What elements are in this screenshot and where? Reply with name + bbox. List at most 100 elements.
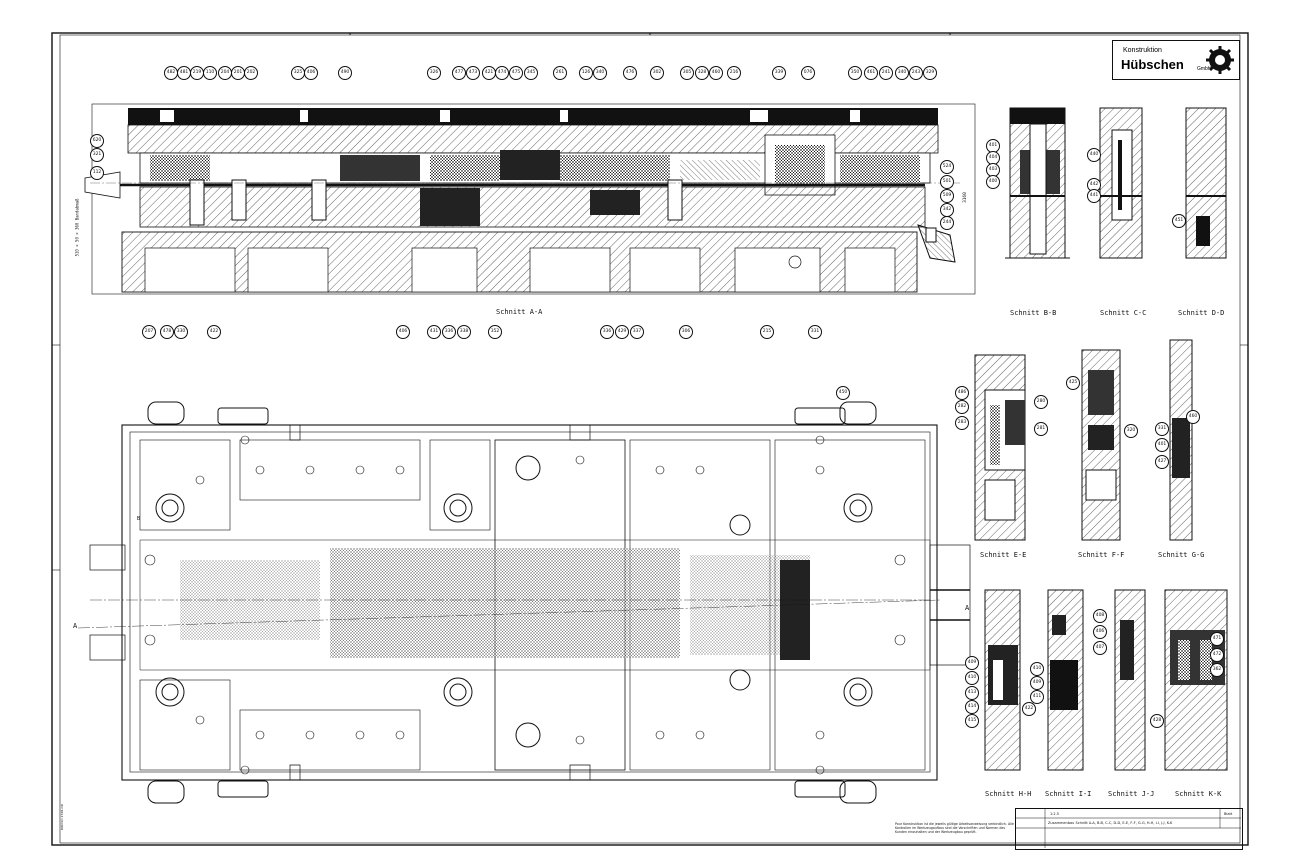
callout-top-8: 406	[304, 66, 318, 80]
callout-gg-1: 331	[1155, 422, 1169, 436]
callout-bottom-5: 431	[427, 325, 441, 339]
callout-top-18: 126	[579, 66, 593, 80]
side-note: DIN ISO 2768-mK	[60, 803, 64, 830]
callout-top-15: 475	[509, 66, 523, 80]
cut-marker-a-left: A	[73, 622, 78, 630]
callout-right-4: 244	[940, 216, 954, 230]
callout-bottom-6: 336	[442, 325, 456, 339]
callout-ee-2: 283	[955, 416, 969, 430]
callout-top-6: 202	[244, 66, 258, 80]
section-bb-drawing	[1005, 107, 1070, 259]
callout-bottom-7: 338	[457, 325, 471, 339]
callout-bottom-9: 336	[600, 325, 614, 339]
section-label-cc: Schnitt C-C	[1100, 309, 1147, 317]
callout-hh-5: 422	[1022, 702, 1036, 716]
section-hh-drawing	[984, 589, 1021, 771]
callout-cc-2: 441	[1087, 189, 1101, 203]
strip-dimension: 510 × 50 × 360 Bandabmaß	[74, 198, 80, 257]
callout-kk-1: 472	[1210, 648, 1224, 662]
callout-top-17: 261	[553, 66, 567, 80]
callout-left-0: 620	[90, 134, 104, 148]
callout-right-3: 342	[940, 203, 954, 217]
callout-top-22: 305	[680, 66, 694, 80]
section-label-kk: Schnitt K-K	[1175, 790, 1222, 798]
callout-top-30: 241	[879, 66, 893, 80]
callout-bottom-13: 215	[760, 325, 774, 339]
callout-top-16: 345	[524, 66, 538, 80]
callout-jj-1: 406	[1093, 625, 1107, 639]
section-ii-drawing	[1047, 589, 1084, 771]
callout-top-13: 421	[482, 66, 496, 80]
callout-top-24: 460	[709, 66, 723, 80]
callout-hh-4: 415	[965, 714, 979, 728]
section-jj-drawing	[1114, 589, 1146, 771]
callout-ee-4: 281	[1034, 422, 1048, 436]
callout-bottom-1: 478	[160, 325, 174, 339]
section-label-gg: Schnitt G-G	[1158, 551, 1205, 559]
callout-bottom-8: 352	[488, 325, 502, 339]
callout-bottom-14: 331	[808, 325, 822, 339]
title-block-title: Zusammenbau Schnitt A-A, B-B, C-C, D-D, …	[1048, 821, 1173, 825]
callout-jj-2: 407	[1093, 641, 1107, 655]
callout-bottom-10: 429	[615, 325, 629, 339]
callout-cc-0: 440	[1087, 148, 1101, 162]
callout-bottom-3: 422	[207, 325, 221, 339]
callout-hh-1: 410	[965, 671, 979, 685]
logo-line1: Konstruktion	[1123, 47, 1162, 54]
callout-top-11: 477	[452, 66, 466, 80]
section-label-aa: Schnitt A-A	[496, 308, 543, 316]
section-label-bb: Schnitt B-B	[1010, 309, 1057, 317]
callout-top-9: 490	[338, 66, 352, 80]
callout-kk-0: 471	[1210, 632, 1224, 646]
plan-view-drawing	[77, 401, 971, 804]
gear-icon	[1206, 46, 1234, 74]
section-gg-drawing	[1169, 339, 1193, 541]
callout-top-26: 339	[772, 66, 786, 80]
callout-bb-3: 400	[986, 175, 1000, 189]
callout-kk-2: 362	[1210, 663, 1224, 677]
callout-top-3: 110	[203, 66, 217, 80]
section-ff-drawing	[1081, 349, 1121, 541]
callout-top-2: 219	[190, 66, 204, 80]
callout-ff-1: 320	[1124, 424, 1138, 438]
callout-top-19: 340	[593, 66, 607, 80]
callout-ee-1: 282	[955, 400, 969, 414]
section-ee-drawing	[974, 354, 1026, 541]
section-label-jj: Schnitt J-J	[1108, 790, 1155, 798]
callout-top-31: 340	[895, 66, 909, 80]
callout-right-0: 524	[940, 160, 954, 174]
callout-ff-0: 425	[1066, 376, 1080, 390]
callout-gg-3: 427	[1155, 455, 1169, 469]
callout-bottom-12: 306	[679, 325, 693, 339]
section-label-dd: Schnitt D-D	[1178, 309, 1225, 317]
callout-bottom-0: 207	[142, 325, 156, 339]
callout-ii-2: 411	[1030, 690, 1044, 704]
callout-top-12: 473	[466, 66, 480, 80]
callout-top-29: 461	[864, 66, 878, 80]
title-block: 1:2.5 Zusammenbau Schnitt A-A, B-B, C-C,…	[1015, 808, 1243, 850]
callout-gg-2: 401	[1155, 438, 1169, 452]
callout-top-21: 302	[650, 66, 664, 80]
callout-top-25: 216	[727, 66, 741, 80]
section-cc-drawing	[1099, 107, 1143, 259]
callout-ii-1: 409	[1030, 676, 1044, 690]
vertical-dimension: 3160	[962, 192, 968, 203]
cut-marker-b: B	[137, 516, 141, 522]
footnote: Pour Konstruktion ist die jeweils gültig…	[895, 822, 1014, 834]
callout-top-32: 243	[909, 66, 923, 80]
callout-top-23: 328	[695, 66, 709, 80]
callout-top-28: 350	[848, 66, 862, 80]
callout-kk-3: 428	[1150, 714, 1164, 728]
section-kk-drawing	[1164, 589, 1228, 771]
callout-bb-2: 403	[986, 163, 1000, 177]
logo-line3: GmbH	[1197, 66, 1212, 72]
company-logo: Konstruktion Hübschen GmbH	[1112, 40, 1240, 80]
callout-ee-3: 280	[1034, 395, 1048, 409]
callout-jj-0: 408	[1093, 609, 1107, 623]
callout-top-1: 481	[177, 66, 191, 80]
callout-top-14: 474	[495, 66, 509, 80]
callout-hh-3: 414	[965, 700, 979, 714]
callout-ee-0: 486	[955, 386, 969, 400]
section-label-ff: Schnitt F-F	[1078, 551, 1125, 559]
